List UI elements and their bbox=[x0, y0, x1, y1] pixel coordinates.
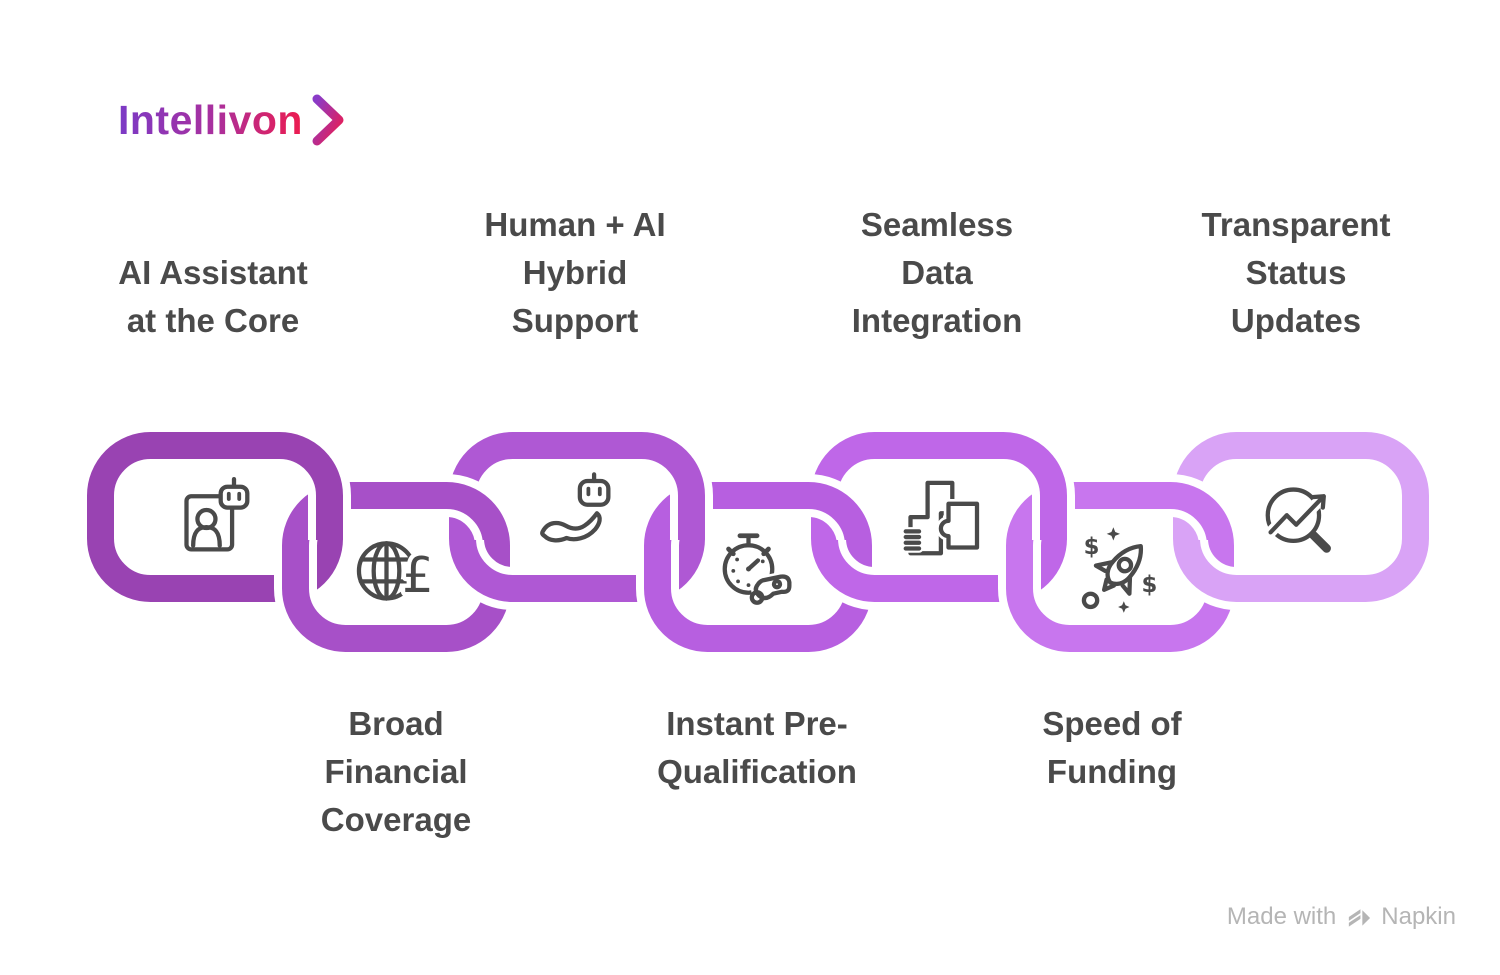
brand-logo-text: Intellivon bbox=[118, 96, 303, 143]
link-label-ai-assistant: AI Assistant at the Core bbox=[118, 254, 308, 339]
hand-robot-icon bbox=[540, 472, 611, 543]
credit-prefix: Made with bbox=[1226, 903, 1337, 930]
chevron-right-icon bbox=[312, 94, 344, 146]
link-label-status-updates: Transparent Status Updates bbox=[1201, 206, 1391, 339]
data-puzzle-icon bbox=[901, 480, 982, 556]
chain-weave-patch bbox=[303, 458, 351, 540]
svg-text:$: $ bbox=[1142, 572, 1158, 598]
link-label-hybrid-support: Human + AI Hybrid Support bbox=[484, 206, 666, 339]
brand-logo: Intellivon bbox=[118, 92, 347, 148]
ai-assistant-badge-icon bbox=[184, 476, 250, 552]
made-with-napkin-credit: Made with Napkin bbox=[1227, 903, 1456, 931]
svg-text:$: $ bbox=[1084, 534, 1100, 560]
link-label-financial-coverage: Broad Financial Coverage bbox=[320, 705, 472, 838]
chain-weave-patch bbox=[665, 458, 713, 540]
link-label-speed-of-funding: Speed of Funding bbox=[1042, 705, 1182, 790]
chain-weave-patch bbox=[1027, 458, 1075, 540]
napkin-logo-icon bbox=[1349, 909, 1371, 927]
stopwatch-whistle-icon bbox=[722, 533, 795, 605]
rocket-dollar-icon: $$ bbox=[1081, 527, 1158, 613]
svg-text:£: £ bbox=[402, 546, 433, 604]
chart-magnifier-icon bbox=[1264, 487, 1331, 553]
globe-pound-icon: £ bbox=[356, 541, 438, 608]
credit-brand: Napkin bbox=[1381, 903, 1456, 930]
link-label-prequalification: Instant Pre- Qualification bbox=[657, 705, 857, 790]
link-label-data-integration: Seamless Data Integration bbox=[851, 206, 1023, 339]
